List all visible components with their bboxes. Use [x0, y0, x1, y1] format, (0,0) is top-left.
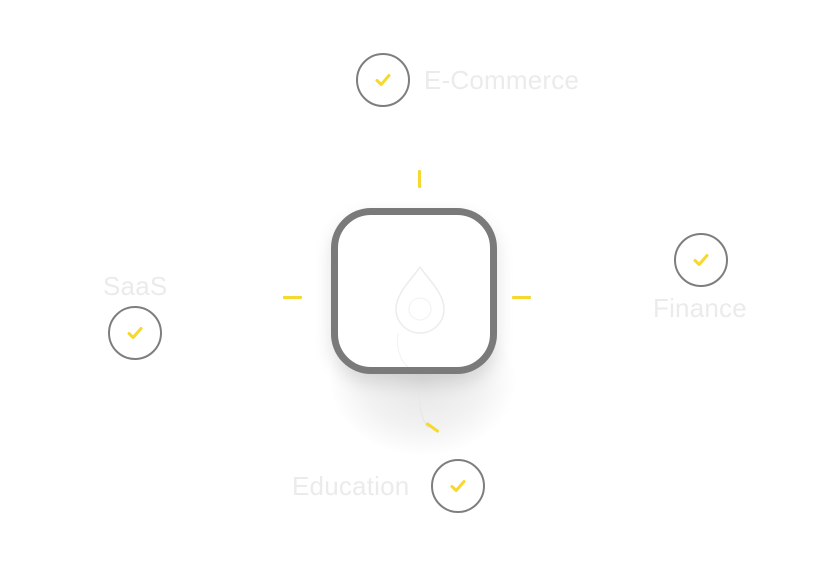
- finance-check: [674, 233, 728, 287]
- saas-check: [108, 306, 162, 360]
- check-icon: [450, 480, 466, 492]
- check-icon: [127, 327, 143, 339]
- check-icon: [693, 254, 709, 266]
- label-ecommerce: E-Commerce: [424, 65, 580, 95]
- ecommerce-check: [356, 53, 410, 107]
- label-finance: Finance: [653, 293, 747, 323]
- education-check: [431, 459, 485, 513]
- ray-right: [512, 296, 531, 299]
- ray-top: [418, 170, 421, 188]
- drop-icon: [395, 265, 445, 367]
- central-hub: [331, 208, 497, 374]
- check-icon: [375, 74, 391, 86]
- label-education: Education: [292, 471, 410, 501]
- ray-left: [283, 296, 302, 299]
- label-saas: SaaS: [103, 271, 168, 301]
